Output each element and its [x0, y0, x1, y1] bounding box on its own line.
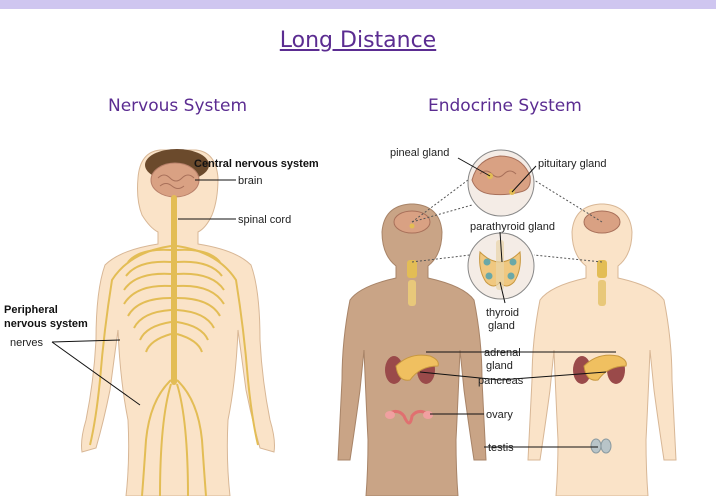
dark-throat-glands	[407, 260, 417, 278]
thyroid-inset	[411, 232, 603, 300]
ovary-label: ovary	[486, 409, 513, 421]
brain-folds	[157, 174, 195, 189]
spinal-cord	[171, 195, 177, 385]
light-body-silhouette	[527, 203, 677, 496]
pituitary-gland-label: pituitary gland	[538, 158, 607, 170]
top-accent-bar	[0, 0, 716, 9]
parathyroid-gland-label: parathyroid gland	[470, 221, 555, 233]
spinal-cord-label: spinal cord	[238, 214, 291, 226]
light-throat-glands	[597, 260, 607, 278]
light-kidney-left	[573, 356, 591, 384]
endocrine-figure-dark	[337, 203, 487, 496]
dark-ovary-left	[385, 411, 395, 419]
light-pancreas	[583, 354, 627, 381]
central-nervous-label: Central nervous system	[194, 158, 319, 170]
brain-label: brain	[238, 175, 262, 187]
endocrine-labels: pineal gland pituitary gland parathyroid…	[390, 147, 607, 454]
parathyroid-dot-4	[507, 272, 515, 280]
endocrine-system-subtitle: Endocrine System	[428, 96, 582, 116]
brain-inset-folds	[479, 170, 517, 178]
peripheral-label-line1: Peripheral	[4, 304, 58, 316]
slide-title: Long Distance	[279, 28, 437, 53]
thyroid-label-line1: thyroid	[486, 307, 519, 319]
leader-nerves-hip	[51, 341, 141, 406]
pineal-gland-label: pineal gland	[390, 147, 449, 159]
brain-inset	[411, 149, 603, 223]
dark-ovaries-uterus	[387, 409, 429, 425]
light-trachea	[598, 280, 606, 306]
nervous-system-figure: Central nervous system brain spinal cord…	[4, 149, 319, 496]
nerves-label: nerves	[10, 337, 44, 349]
light-testis-left	[590, 438, 602, 454]
leader-nerves-arm	[51, 339, 121, 343]
light-testis-right	[600, 438, 612, 454]
thyroid-label-line2: gland	[488, 320, 515, 332]
adrenal-label-line1: adrenal	[484, 347, 521, 359]
parathyroid-dot-1	[483, 258, 491, 266]
pancreas-label: pancreas	[478, 375, 524, 387]
parathyroid-dot-3	[485, 272, 493, 280]
thyroid-inset-trachea	[496, 240, 504, 290]
endocrine-leaders	[419, 157, 616, 448]
limb-nerves	[89, 245, 259, 496]
brain-inset-brain	[471, 155, 531, 196]
peripheral-label-line2: nervous system	[4, 318, 88, 330]
dark-kidney-left	[385, 356, 403, 384]
parathyroid-dot-2	[509, 258, 517, 266]
brain-shape	[150, 162, 200, 198]
nervous-system-subtitle: Nervous System	[108, 96, 248, 116]
adrenal-label-line2: gland	[486, 360, 513, 372]
dark-ovary-right	[423, 411, 433, 419]
dark-pancreas	[395, 354, 439, 381]
endocrine-figure-light	[527, 203, 677, 496]
testis-label: testis	[488, 442, 514, 454]
dark-body-silhouette	[337, 203, 487, 496]
dark-pineal-dot	[409, 223, 415, 229]
dark-trachea	[408, 280, 416, 306]
